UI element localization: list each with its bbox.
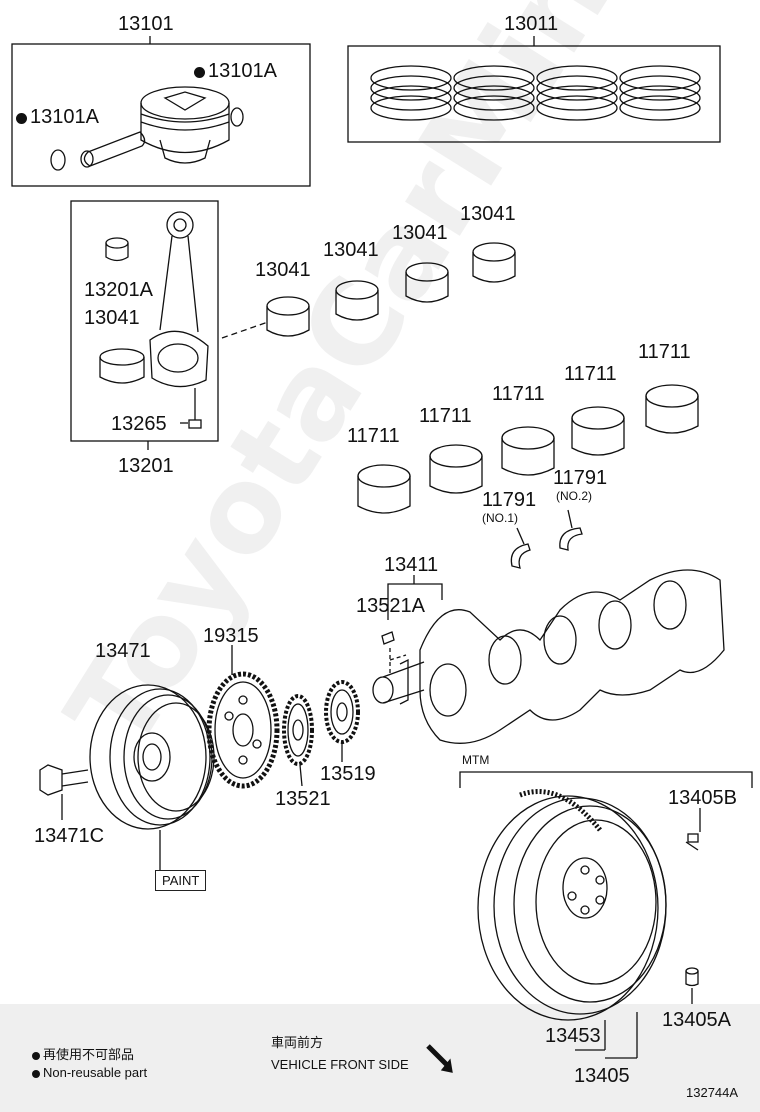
label-11791-b: 11791: [553, 467, 608, 489]
legend-en: Non-reusable part: [32, 1066, 147, 1079]
pulley-bolt: [39, 764, 89, 796]
sprocket-13521: [282, 694, 314, 766]
paint-note: PAINT: [155, 870, 207, 891]
label-13471C: 13471C: [34, 825, 105, 847]
front-en: VEHICLE FRONT SIDE: [271, 1057, 409, 1072]
sprocket-13519: [324, 680, 360, 744]
nonreusable-dot: [194, 67, 205, 78]
label-13405: 13405: [574, 1065, 630, 1087]
label-13521: 13521: [275, 788, 331, 810]
label-11711-e: 11711: [638, 341, 691, 363]
label-13041-d: 13041: [460, 203, 516, 225]
label-11711-b: 11711: [419, 405, 472, 427]
main-bearing-4: [571, 406, 625, 456]
figure-id: 132744A: [686, 1085, 739, 1100]
conrod-bolt: [188, 388, 202, 429]
label-13521A: 13521A: [356, 595, 425, 617]
label-13453: 13453: [545, 1025, 601, 1047]
flywheel-bolt: [685, 833, 699, 851]
label-13041-a: 13041: [255, 259, 311, 281]
label-13041-e: 13041: [84, 307, 140, 329]
label-13405A: 13405A: [662, 1009, 731, 1031]
piston-group-box: [11, 43, 311, 187]
main-bearing-2: [429, 444, 483, 494]
label-19315: 19315: [203, 625, 259, 647]
rod-bearing-3: [405, 262, 449, 303]
nonreusable-dot: [32, 1052, 40, 1060]
nonreusable-dot: [16, 113, 27, 124]
label-11711-d: 11711: [564, 363, 617, 385]
label-11711-c: 11711: [492, 383, 545, 405]
snap-ring-right: [230, 107, 244, 127]
front-arrow: [426, 1044, 450, 1068]
flywheel: [477, 789, 667, 1021]
rod-bearing-4: [472, 242, 516, 283]
conrod-box: [70, 200, 219, 442]
crank-pulley: [89, 684, 215, 830]
label-13471: 13471: [95, 640, 151, 662]
flywheel-pin: [685, 967, 699, 987]
timing-rotor: [206, 671, 280, 789]
main-bearing-3: [501, 426, 555, 476]
nonreusable-dot: [32, 1070, 40, 1078]
crankshaft: [372, 569, 725, 744]
label-11711-a: 11711: [347, 425, 400, 447]
label-13265: 13265: [111, 413, 167, 435]
rod-bearing-1: [266, 296, 310, 337]
label-13101A-right: 13101A: [194, 61, 277, 81]
label-13405B: 13405B: [668, 787, 737, 809]
piston-ring-sets: [370, 65, 701, 121]
label-13101: 13101: [118, 13, 174, 35]
label-13201A: 13201A: [84, 279, 153, 301]
label-13101A-left: 13101A: [16, 107, 99, 127]
label-mtm: MTM: [462, 753, 490, 767]
thrust-washer-no2: [559, 527, 583, 551]
rod-bearing-2: [335, 280, 379, 321]
piston-ring-box: [347, 45, 721, 143]
crank-key: [381, 631, 395, 645]
label-13041-b: 13041: [323, 239, 379, 261]
label-13201: 13201: [118, 455, 174, 477]
main-bearing-5: [645, 384, 699, 434]
label-13519: 13519: [320, 763, 376, 785]
snap-ring-left: [50, 149, 66, 171]
label-no2: (NO.2): [556, 489, 592, 503]
piston-pin: [80, 131, 146, 168]
conrod-drawing: [149, 211, 209, 388]
label-13041-c: 13041: [392, 222, 448, 244]
front-jp: 車両前方: [271, 1035, 324, 1050]
label-13011: 13011: [504, 13, 559, 35]
conrod-bearing-in-box: [99, 348, 145, 384]
label-11791-a: 11791: [482, 489, 537, 511]
label-no1: (NO.1): [482, 511, 518, 525]
label-13411: 13411: [384, 554, 439, 576]
thrust-washer-no1: [510, 543, 531, 569]
small-end-bushing: [105, 237, 129, 262]
legend-jp: 再使用不可部品: [32, 1048, 134, 1061]
piston-drawing: [140, 86, 230, 164]
dash-link: [221, 321, 269, 339]
main-bearing-1: [357, 464, 411, 514]
